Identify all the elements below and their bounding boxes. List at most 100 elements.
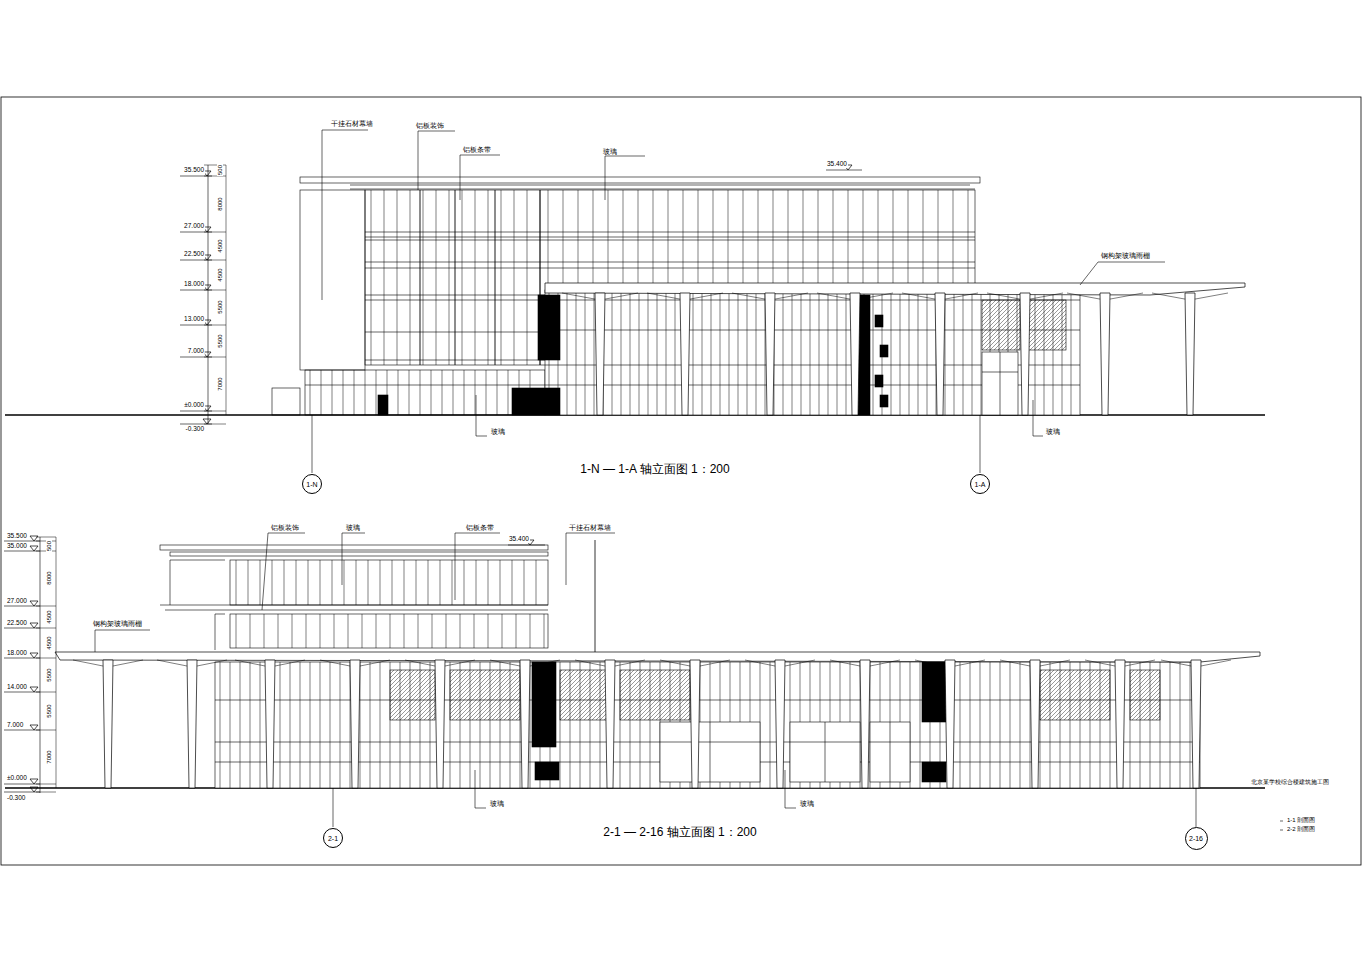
drawing-line	[960, 662, 961, 788]
drawing-line	[638, 190, 639, 290]
drawing-line	[825, 722, 826, 782]
drawing-line	[320, 662, 321, 788]
drawing-line	[1010, 662, 1011, 788]
drawing-shape	[605, 660, 615, 788]
drawing-line	[365, 237, 975, 238]
leader-line	[262, 533, 305, 610]
drawing-line	[248, 560, 249, 605]
drawing-line	[848, 190, 849, 290]
elevation-mark: 14.000	[6, 684, 28, 691]
drawing-line	[333, 788, 334, 827]
drawing-line	[855, 293, 893, 300]
drawing-line	[909, 290, 910, 415]
drawing-line	[900, 290, 901, 415]
drawing-line	[788, 190, 789, 290]
drawing-line	[442, 370, 443, 415]
drawing-line	[516, 614, 517, 648]
drawing-shape	[935, 293, 945, 415]
elevation-mark: -0.300	[6, 795, 26, 802]
drawing-line	[376, 614, 377, 648]
axis-bubble: 1-N	[302, 474, 322, 494]
drawing-line	[630, 290, 631, 415]
axis-number: 1-N	[306, 481, 317, 488]
drawing-shape	[30, 787, 38, 792]
drawing-line	[365, 262, 975, 263]
drawing-line	[455, 190, 456, 365]
drawing-shape	[1115, 660, 1125, 788]
drawing-line	[890, 722, 891, 782]
drawing-line	[464, 370, 465, 415]
drawing-line	[334, 614, 335, 648]
drawing-shape	[1191, 660, 1201, 788]
drawing-line	[828, 290, 829, 415]
view-title: 1-N — 1-A 轴立面图 1：200	[579, 463, 730, 475]
view-title: 2-1 — 2-16 轴立面图 1：200	[602, 826, 757, 838]
drawing-line	[600, 293, 638, 300]
leader-line	[1080, 262, 1165, 285]
drawing-line	[432, 614, 433, 648]
drawing-rect	[982, 300, 1020, 350]
drawing-line	[660, 742, 760, 743]
dimension: 500	[217, 164, 223, 176]
drawing-line	[416, 560, 417, 605]
drawing-shape	[775, 660, 785, 788]
material-note: 玻璃	[602, 148, 618, 155]
drawing-line	[720, 290, 721, 415]
drawing-line	[508, 370, 509, 415]
elevation-mark: 13.000	[183, 316, 205, 323]
leader-line	[215, 614, 225, 650]
drawing-line	[500, 560, 501, 605]
drawing-line	[284, 560, 285, 605]
drawing-line	[365, 268, 975, 269]
drawing-line	[1280, 821, 1283, 822]
drawing-rect	[560, 670, 610, 720]
drawing-line	[810, 290, 811, 415]
drawing-line	[320, 560, 321, 605]
drawing-rect	[532, 662, 556, 747]
drawing-rect	[230, 560, 548, 605]
elevation-mark: ±0.000	[183, 402, 205, 409]
drawing-line	[344, 560, 345, 605]
drawing-shape	[350, 660, 360, 788]
drawing-line	[595, 540, 596, 652]
drawing-shape	[860, 660, 870, 788]
drawing-rect	[378, 395, 388, 415]
drawing-line	[420, 190, 421, 365]
drawing-rect	[790, 722, 860, 782]
drawing-line	[308, 560, 309, 605]
drawing-line	[970, 662, 971, 788]
dimension: 8000	[217, 196, 223, 211]
drawing-line	[981, 290, 982, 415]
drawing-line	[713, 190, 714, 290]
elevation-mark: 35.400	[508, 536, 530, 543]
drawing-rect	[272, 388, 300, 415]
drawing-line	[260, 662, 261, 788]
drawing-line	[306, 614, 307, 648]
drawing-rect	[660, 722, 760, 782]
elevation-mark: 35.400	[826, 161, 848, 168]
drawing-note: 北京某学校综合楼建筑施工图	[1250, 779, 1330, 785]
drawing-line	[462, 190, 463, 365]
drawing-line	[621, 290, 622, 415]
drawing-shape	[435, 660, 445, 788]
drawing-line	[1190, 293, 1228, 300]
drawing-line	[514, 190, 515, 365]
drawing-line	[280, 662, 281, 788]
drawing-line	[693, 290, 694, 415]
axis-bubble: 1-A	[970, 474, 990, 494]
drawing-line	[657, 290, 658, 415]
drawing-line	[40, 537, 41, 793]
drawing-line	[801, 290, 802, 415]
drawing-line	[431, 370, 432, 415]
drawing-line	[954, 290, 955, 415]
drawing-shape	[103, 660, 113, 788]
drawing-rect	[300, 190, 365, 370]
drawing-shape	[30, 601, 38, 606]
drawing-line	[1180, 662, 1181, 788]
elevation-mark: 35.500	[6, 533, 28, 540]
elevation-mark: 7.000	[6, 722, 24, 729]
drawing-line	[348, 614, 349, 648]
drawing-rect	[170, 552, 548, 556]
drawing-rect	[982, 352, 1018, 415]
drawing-line	[260, 560, 261, 605]
